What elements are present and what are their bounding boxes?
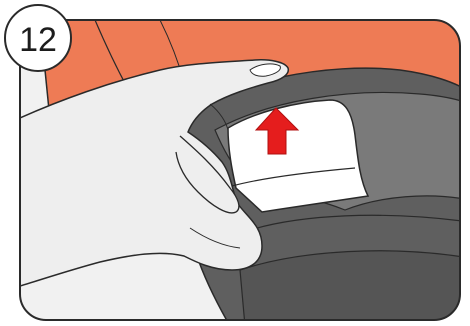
- illustration-panel: [20, 20, 470, 326]
- step-number-badge: 12: [5, 5, 71, 71]
- seat-cushion-base: [240, 251, 470, 326]
- step-number: 12: [19, 21, 57, 59]
